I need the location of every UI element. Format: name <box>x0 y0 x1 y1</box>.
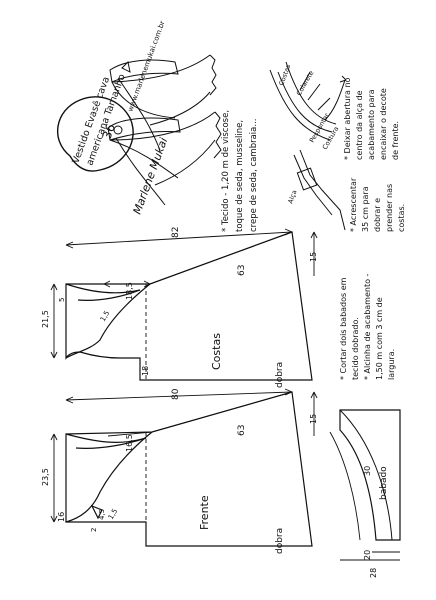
strip-note-line-1: * Alcinha de acabamento - <box>363 273 372 380</box>
back-hem-width: 63 <box>237 265 247 276</box>
back-hem-flare: 15 <box>309 252 318 262</box>
front-armhole-depth: 23,5 <box>41 468 50 486</box>
front-piece <box>50 388 318 547</box>
strap-note-line-1: * Acrescentar <box>349 177 358 232</box>
strap-note-line-3: dobrar e <box>373 198 382 232</box>
fabric-note-line-3: crepe de seda, cambraia... <box>249 119 259 232</box>
ruffle-cut-note: * Cortar dois babados em tecido dobrado. <box>339 277 360 380</box>
fabric-note: * Tecido - 1,20 m de viscose, toque de s… <box>221 110 259 232</box>
back-piece-label: Costas <box>210 333 223 370</box>
ruffle-note-line-1: * Cortar dois babados em <box>339 277 348 380</box>
front-fold-label: dobra <box>275 528 285 554</box>
dress-sketch-back <box>109 54 217 151</box>
front-hem-flare: 15 <box>309 414 318 424</box>
strap-note-line-4: prender nas <box>385 184 394 232</box>
front-dart-a: 2 <box>90 528 98 532</box>
ruffle-inner: 30 <box>363 466 372 476</box>
ruffle-piece <box>329 409 401 561</box>
front-neck-d: 16 <box>57 512 66 522</box>
neck-opening-note: * Deixar abertura no centro da alça de a… <box>343 77 400 160</box>
back-neck-w: 5 <box>58 298 66 302</box>
ruffle-note-line-2: tecido dobrado. <box>351 317 360 380</box>
front-total-length: 80 <box>171 388 181 400</box>
back-piece <box>50 228 318 381</box>
neck-note-line-4: encaixar o decote <box>379 88 388 160</box>
strap-note-line-2: 35 cm para <box>361 186 370 232</box>
strip-note-line-2: 1,50 m com 3 cm de <box>375 297 384 380</box>
fabric-note-line-2: toque de seda, musseline, <box>235 120 245 232</box>
back-armhole-depth: 21,5 <box>41 310 50 328</box>
back-strap-len: 18,5 <box>125 282 134 300</box>
neck-note-line-2: centro da alça de <box>355 90 364 160</box>
front-strap-len: 16,5 <box>125 434 134 452</box>
ruffle-label: babado <box>379 466 389 500</box>
dress-sketch-front <box>107 111 222 206</box>
fabric-note-line-1: * Tecido - 1,20 m de viscose, <box>221 110 231 232</box>
strap-note-line-5: costas. <box>397 204 406 232</box>
back-neck-d: 18 <box>141 366 150 376</box>
front-hem-width: 63 <box>237 425 247 436</box>
back-fold-label: dobra <box>275 362 285 388</box>
ruffle-length: 28 <box>369 568 378 578</box>
ruffle-width: 20 <box>363 550 372 560</box>
neck-note-line-1: * Deixar abertura no <box>343 77 352 160</box>
strap-note: * Acrescentar 35 cm para dobrar e prende… <box>349 177 406 232</box>
front-piece-label: Frente <box>198 495 211 530</box>
gather-detail <box>269 61 347 231</box>
front-dart-b: 4,5 <box>98 509 106 520</box>
strip-cut-note: * Alcinha de acabamento - 1,50 m com 3 c… <box>363 273 396 380</box>
neck-note-line-3: acabamento para <box>367 89 376 160</box>
back-total-length: 82 <box>171 227 181 238</box>
neck-note-line-5: de frente. <box>391 121 400 160</box>
strip-note-line-3: largura. <box>387 349 396 380</box>
